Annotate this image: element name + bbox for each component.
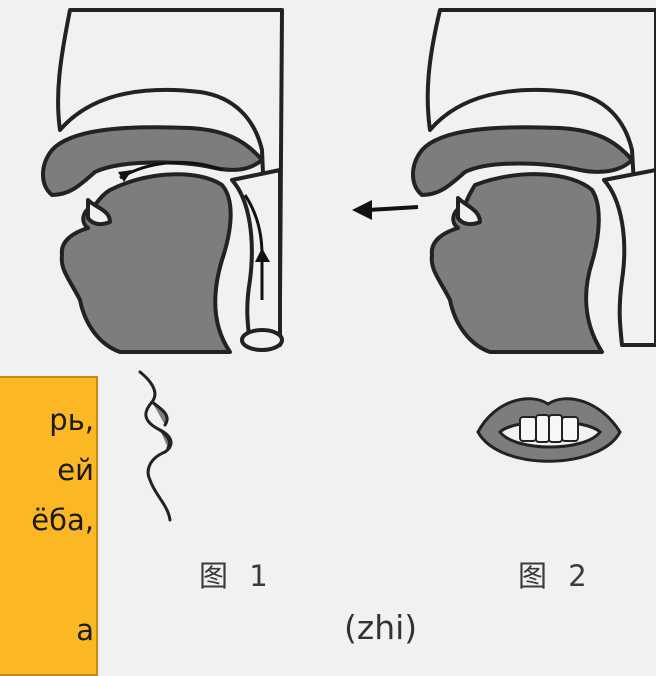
note-line: ёба, [31,506,94,535]
note-box: рь, ей ёба, а [0,376,98,676]
note-line: ей [57,456,94,485]
mouth-front-view [478,399,620,462]
exhale-arrow [352,200,418,220]
pharynx-wall-2 [604,170,656,345]
vocal-tract-figure-2 [413,10,656,352]
pharynx-wall [232,170,280,345]
teeth-row [520,415,578,442]
sound-label: (zhi) [344,608,417,647]
larynx-ring [242,330,282,350]
lips-profile [140,372,171,520]
figure-2-caption: 图 2 [518,553,593,595]
vocal-tract-figure-1 [43,10,282,352]
figure-1-caption: 图 1 [199,553,274,595]
note-line: а [76,616,94,645]
note-line: рь, [49,406,94,435]
